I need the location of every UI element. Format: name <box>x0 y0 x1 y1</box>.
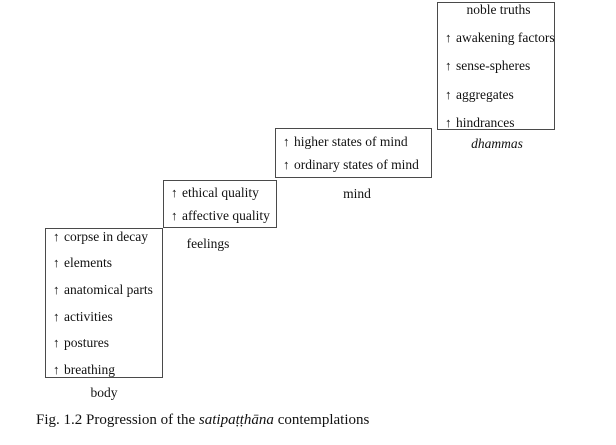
up-arrow-icon: ↑ <box>53 228 60 244</box>
list-item-label: corpse in decay <box>64 228 148 244</box>
list-item-label: affective quality <box>182 207 270 223</box>
group-label-dhammas: dhammas <box>471 136 523 151</box>
box-mind <box>275 128 432 178</box>
list-item: noble truths <box>445 3 555 17</box>
list-item: ↑ aggregates <box>445 88 555 102</box>
list-item-label: anatomical parts <box>64 281 153 297</box>
list-item: ↑ affective quality <box>171 209 277 223</box>
list-item: ↑ breathing <box>53 363 163 377</box>
up-arrow-icon: ↑ <box>53 255 60 271</box>
up-arrow-icon: ↑ <box>53 281 60 297</box>
item-list-body: ↑ corpse in decay ↑ elements ↑ anatomica… <box>51 228 163 378</box>
list-item: ↑ anatomical parts <box>53 283 163 297</box>
list-item: ↑ postures <box>53 336 163 350</box>
list-item: ↑ higher states of mind <box>283 133 432 149</box>
list-item: ↑ corpse in decay <box>53 230 163 244</box>
list-item-label: breathing <box>64 361 115 377</box>
up-arrow-icon: ↑ <box>445 114 452 130</box>
list-item-label: ethical quality <box>182 184 259 200</box>
list-item-label: hindrances <box>456 114 515 130</box>
list-item: ↑ sense-spheres <box>445 59 555 73</box>
list-item-label: noble truths <box>466 1 531 17</box>
list-item-label: activities <box>64 308 113 324</box>
caption-suffix: contemplations <box>273 412 370 428</box>
list-item-label: sense-spheres <box>456 58 531 74</box>
up-arrow-icon: ↑ <box>53 361 60 377</box>
list-item: ↑ ethical quality <box>171 186 277 200</box>
item-list-dhammas: noble truths ↑ awakening factors ↑ sense… <box>443 2 555 130</box>
caption-term: satipaṭṭhāna <box>198 412 274 428</box>
list-item-label: higher states of mind <box>294 133 408 149</box>
list-item-label: aggregates <box>456 86 514 102</box>
up-arrow-icon: ↑ <box>283 157 290 172</box>
box-dhammas <box>437 2 555 130</box>
list-item-label: awakening factors <box>456 29 555 45</box>
up-arrow-icon: ↑ <box>445 86 452 102</box>
item-list-feelings: ↑ ethical quality ↑ affective quality <box>169 180 277 228</box>
group-label-mind: mind <box>343 186 371 201</box>
list-item: ↑ awakening factors <box>445 31 555 45</box>
group-label-body: body <box>90 385 118 400</box>
caption-prefix: Fig. 1.2 Progression of the <box>36 412 199 428</box>
list-item: ↑ ordinary states of mind <box>283 158 432 172</box>
list-item-label: ordinary states of mind <box>294 157 419 172</box>
up-arrow-icon: ↑ <box>171 207 178 223</box>
box-body <box>45 228 163 378</box>
up-arrow-icon: ↑ <box>283 133 290 149</box>
list-item-label: postures <box>64 335 109 351</box>
item-list-mind: ↑ higher states of mind ↑ ordinary state… <box>281 128 432 178</box>
up-arrow-icon: ↑ <box>53 335 60 351</box>
figure-caption: Fig. 1.2 Progression of the satipaṭṭhāna… <box>36 412 369 429</box>
up-arrow-icon: ↑ <box>445 58 452 74</box>
up-arrow-icon: ↑ <box>171 184 178 200</box>
up-arrow-icon: ↑ <box>445 29 452 45</box>
list-item: ↑ hindrances <box>445 116 555 130</box>
group-label-feelings: feelings <box>186 236 230 251</box>
list-item-label: elements <box>64 255 112 271</box>
box-feelings <box>163 180 277 228</box>
list-item: ↑ elements <box>53 256 163 270</box>
up-arrow-icon: ↑ <box>53 308 60 324</box>
list-item: ↑ activities <box>53 310 163 324</box>
